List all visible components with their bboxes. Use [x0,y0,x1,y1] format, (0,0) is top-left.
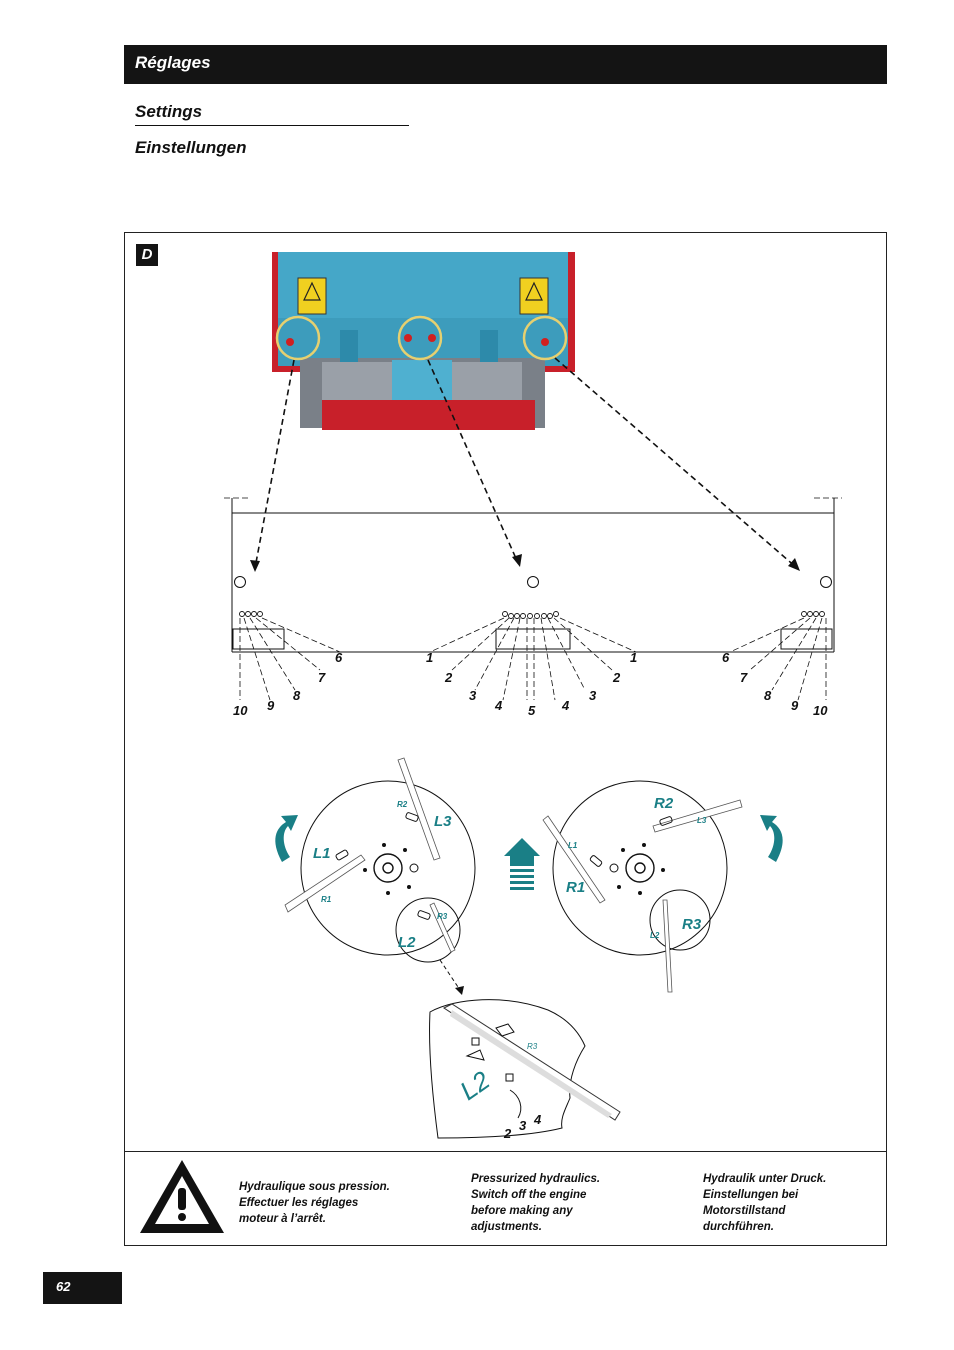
disc-left-labels: L1 L2 L3 R1 R2 R3 [313,800,452,951]
pos-center-4b: 4 [561,698,570,713]
section-header-bar: Réglages [124,45,887,84]
label-r3: R3 [682,916,702,933]
subtitle-settings: Settings [135,102,203,121]
section-title: Réglages [135,53,211,72]
detail-label-r3: R3 [527,1042,538,1051]
pos-left-7: 7 [318,670,326,685]
detail-connector [439,959,461,991]
detail-number-4: 4 [533,1112,542,1127]
label-r1-small: R1 [321,895,332,904]
pos-left-6: 6 [335,650,343,665]
warning-divider [124,1151,887,1152]
figure-frame [124,232,887,1246]
warning-triangle-icon [140,1160,224,1233]
arrowheads [250,554,800,572]
pos-center-3a: 3 [469,688,477,703]
label-l3-small: L3 [697,816,707,825]
pos-center-1b: 1 [630,650,637,665]
pos-center-1a: 1 [426,650,433,665]
pos-right-9: 9 [791,698,799,713]
page-number: 62 [56,1279,71,1294]
label-r3-small: R3 [437,912,448,921]
disc-right-labels: R1 R2 R3 L1 L2 L3 [566,795,707,940]
pos-center-2b: 2 [612,670,621,685]
machine-photo [272,252,575,430]
subtitle-divider [135,125,409,126]
warning-text-en: Pressurized hydraulics. Switch off the e… [471,1173,601,1233]
subtitle-einstellungen: Einstellungen [135,138,247,157]
label-l1-small: L1 [568,841,578,850]
pos-left-9: 9 [267,698,275,713]
label-l3: L3 [434,813,452,830]
travel-direction-arrow-icon [504,838,540,890]
label-l1: L1 [313,845,331,862]
label-r2: R2 [654,795,674,812]
detail-zoom [429,999,621,1139]
pos-right-6: 6 [722,650,730,665]
rotation-arrow-left-icon [275,815,298,862]
rotation-arrow-right-icon [760,815,783,862]
disc-left [284,757,476,963]
detail-number-3: 3 [519,1118,527,1133]
plate-diagram [224,497,842,701]
detail-connector-head [455,986,464,995]
pos-right-8: 8 [764,688,772,703]
nozzle-symbols [239,611,825,619]
warning-text-fr: Hydraulique sous pression. Effectuer les… [239,1181,390,1225]
pos-left-10: 10 [233,703,248,718]
pos-center-5: 5 [528,703,536,718]
page-number-box: 62 [43,1272,122,1304]
detail-number-2: 2 [503,1126,512,1141]
pos-center-2a: 2 [444,670,453,685]
label-l2: L2 [398,934,416,951]
position-numbers: 6 7 8 9 10 1 2 3 4 5 4 3 2 1 6 7 8 9 10 [233,650,828,718]
label-r1: R1 [566,879,585,896]
figure-label-badge: D [136,244,158,266]
disc-right [542,780,743,993]
pos-right-10: 10 [813,703,828,718]
pos-left-8: 8 [293,688,301,703]
pos-center-3b: 3 [589,688,597,703]
detail-arrows [254,357,798,569]
label-r2-small: R2 [397,800,408,809]
pos-right-7: 7 [740,670,748,685]
label-l2-small: L2 [650,931,660,940]
warning-text-de: Hydraulik unter Druck. Einstellungen bei… [703,1173,827,1233]
pos-center-4a: 4 [494,698,503,713]
